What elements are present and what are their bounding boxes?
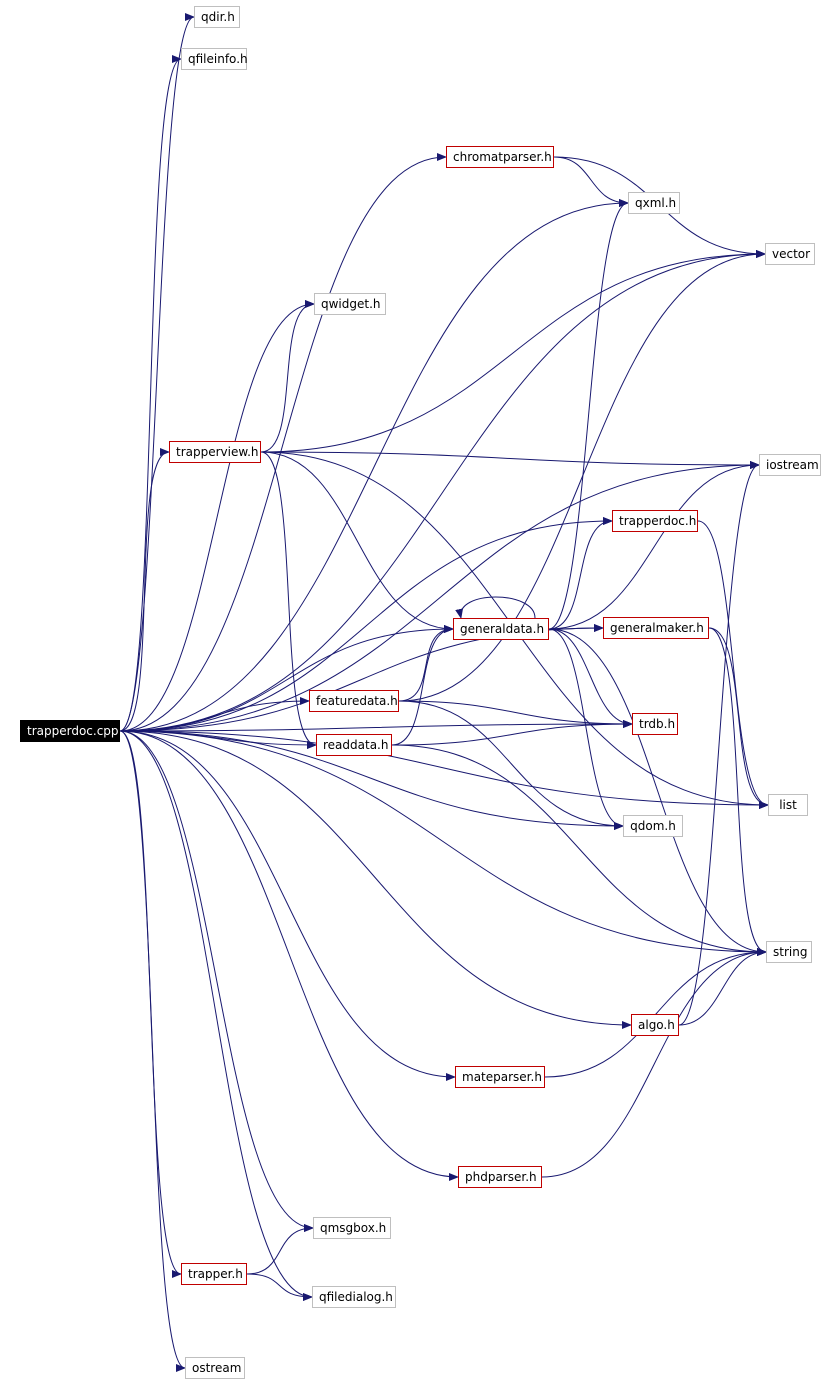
edge-trapperdoc_cpp-to-mateparser_h bbox=[119, 730, 456, 1081]
edge-featuredata_h-to-qdom_h bbox=[398, 700, 624, 830]
node-qmsgbox-h: qmsgbox.h bbox=[313, 1217, 391, 1239]
edge-generaldata_h-to-iostream bbox=[548, 461, 760, 630]
edge-trapper_h-to-qfiledialog_h bbox=[246, 1273, 313, 1301]
edge-trapperdoc_cpp-to-generaldata_h bbox=[119, 625, 454, 732]
edge-generaldata_h-to-generaldata_h bbox=[455, 596, 536, 619]
edge-trapperdoc_cpp-to-trapperdoc_h bbox=[119, 517, 613, 732]
edge-trapperdoc_cpp-to-featuredata_h bbox=[119, 697, 310, 732]
edge-trapperdoc_cpp-to-qdom_h bbox=[119, 730, 624, 830]
edge-trapperview_h-to-readdata_h bbox=[260, 451, 317, 749]
edge-generalmaker_h-to-string bbox=[708, 627, 767, 956]
node-generaldata-h[interactable]: generaldata.h bbox=[453, 618, 549, 640]
edge-generalmaker_h-to-list bbox=[708, 627, 769, 809]
node-readdata-h[interactable]: readdata.h bbox=[316, 734, 392, 756]
node-vector: vector bbox=[765, 243, 815, 265]
edge-trapper_h-to-qmsgbox_h bbox=[246, 1224, 314, 1275]
edge-trapperview_h-to-iostream bbox=[260, 451, 760, 469]
edge-generaldata_h-to-trapperdoc_h bbox=[548, 517, 613, 630]
node-string: string bbox=[766, 941, 812, 963]
edge-generaldata_h-to-string bbox=[548, 628, 767, 956]
edge-trapperdoc_cpp-to-qwidget_h bbox=[119, 300, 315, 732]
node-trapperview-h[interactable]: trapperview.h bbox=[169, 441, 261, 463]
edge-algo_h-to-iostream bbox=[678, 461, 760, 1026]
edge-trapperdoc_cpp-to-trapperview_h bbox=[119, 448, 170, 732]
edge-trapperdoc_cpp-to-chromatparser_h bbox=[119, 153, 447, 732]
edge-trapperview_h-to-vector bbox=[260, 250, 766, 453]
edge-trapperdoc_cpp-to-qdir_h bbox=[119, 13, 195, 732]
node-generalmaker-h[interactable]: generalmaker.h bbox=[603, 617, 709, 639]
edge-trapperview_h-to-generaldata_h bbox=[260, 451, 454, 633]
edge-generaldata_h-to-qxml_h bbox=[548, 199, 629, 630]
node-trapperdoc-cpp: trapperdoc.cpp bbox=[20, 720, 120, 742]
edge-readdata_h-to-trdb_h bbox=[391, 720, 633, 746]
edge-trapperdoc_cpp-to-string bbox=[119, 730, 767, 956]
node-trapper-h[interactable]: trapper.h bbox=[181, 1263, 247, 1285]
edge-featuredata_h-to-vector bbox=[398, 250, 766, 702]
node-qfiledialog-h: qfiledialog.h bbox=[312, 1286, 396, 1308]
edge-trapperdoc_cpp-to-trdb_h bbox=[119, 720, 633, 732]
node-qxml-h: qxml.h bbox=[628, 192, 680, 214]
node-qdom-h: qdom.h bbox=[623, 815, 683, 837]
node-phdparser-h[interactable]: phdparser.h bbox=[458, 1166, 542, 1188]
edge-trapperdoc_cpp-to-vector bbox=[119, 250, 766, 732]
edge-trapperdoc_cpp-to-algo_h bbox=[119, 730, 632, 1029]
edge-trapperdoc_cpp-to-ostream bbox=[119, 730, 186, 1372]
node-iostream: iostream bbox=[759, 454, 821, 476]
edge-generaldata_h-to-qdom_h bbox=[548, 628, 624, 830]
edge-readdata_h-to-string bbox=[391, 744, 767, 956]
node-list: list bbox=[768, 794, 808, 816]
node-trapperdoc-h[interactable]: trapperdoc.h bbox=[612, 510, 698, 532]
node-chromatparser-h[interactable]: chromatparser.h bbox=[446, 146, 554, 168]
node-algo-h[interactable]: algo.h bbox=[631, 1014, 679, 1036]
edge-trapperdoc_cpp-to-list bbox=[119, 730, 769, 809]
node-ostream: ostream bbox=[185, 1357, 245, 1379]
edge-trapperdoc_cpp-to-qxml_h bbox=[119, 199, 629, 732]
edge-trapperdoc_cpp-to-readdata_h bbox=[119, 730, 317, 749]
edge-algo_h-to-string bbox=[678, 948, 767, 1026]
node-trdb-h[interactable]: trdb.h bbox=[632, 713, 678, 735]
edge-trapperdoc_cpp-to-phdparser_h bbox=[119, 730, 459, 1181]
edge-chromatparser_h-to-qxml_h bbox=[553, 156, 629, 207]
edge-trapperdoc_cpp-to-qfileinfo_h bbox=[119, 55, 182, 732]
node-qdir-h: qdir.h bbox=[194, 6, 240, 28]
edge-phdparser_h-to-string bbox=[541, 948, 767, 1178]
edge-generaldata_h-to-generalmaker_h bbox=[548, 624, 604, 633]
edge-featuredata_h-to-trdb_h bbox=[398, 700, 633, 728]
edge-featuredata_h-to-generaldata_h bbox=[398, 625, 454, 702]
node-qfileinfo-h: qfileinfo.h bbox=[181, 48, 248, 70]
edge-trapperdoc_cpp-to-qfiledialog_h bbox=[119, 730, 313, 1301]
edge-readdata_h-to-generaldata_h bbox=[391, 625, 454, 746]
edge-generaldata_h-to-trdb_h bbox=[548, 628, 633, 728]
node-mateparser-h[interactable]: mateparser.h bbox=[455, 1066, 545, 1088]
node-featuredata-h[interactable]: featuredata.h bbox=[309, 690, 399, 712]
edge-trapperview_h-to-qwidget_h bbox=[260, 300, 315, 453]
edge-trapperdoc_h-to-list bbox=[697, 520, 769, 809]
edge-trapperdoc_cpp-to-qmsgbox_h bbox=[119, 730, 314, 1232]
node-qwidget-h: qwidget.h bbox=[314, 293, 386, 315]
edge-trapperdoc_cpp-to-iostream bbox=[119, 461, 760, 732]
